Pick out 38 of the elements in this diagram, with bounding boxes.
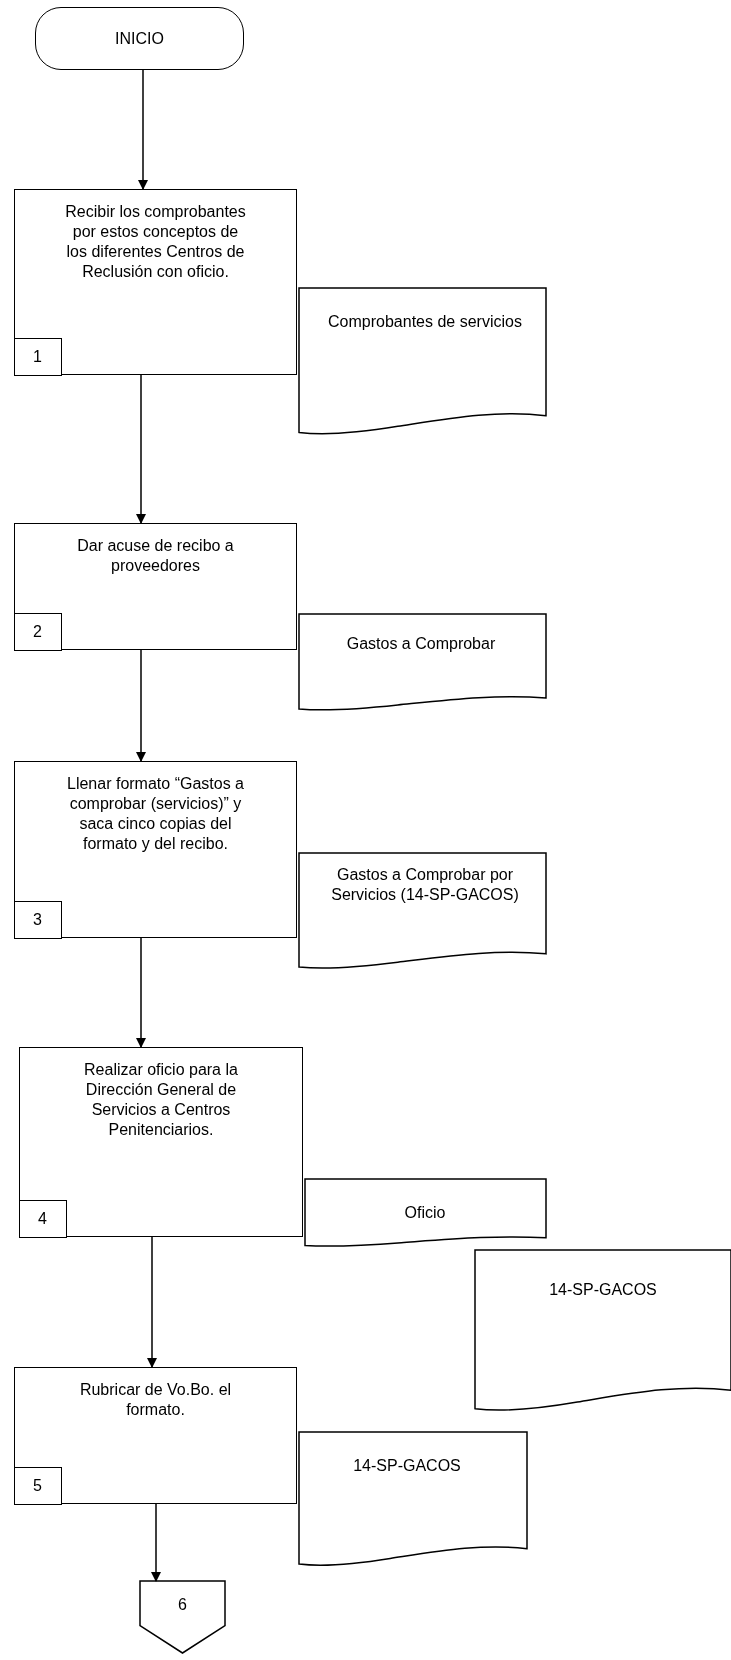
step-number-box — [18, 1199, 67, 1238]
node-text: Comprobantes de servicios — [327, 312, 523, 332]
arrow — [138, 69, 148, 190]
step-number: 1 — [33, 346, 42, 367]
node-text: Oficio — [403, 1203, 447, 1223]
node-text: Llenar formato “Gastos a comprobar (servicios)” y saca cinco copias del formato y del recibo. — [66, 774, 245, 854]
node-text: Rubricar de Vo.Bo. el formato. — [78, 1380, 233, 1420]
step-number: 3 — [33, 909, 42, 930]
step-number-box — [13, 337, 62, 376]
node-text: Gastos a Comprobar — [345, 634, 497, 654]
arrow — [136, 649, 146, 762]
start-terminal — [35, 7, 244, 70]
process-box — [14, 1367, 297, 1504]
node-text: Realizar oficio para la Dirección General de Servicios a Centros Penitenciarios. — [83, 1060, 239, 1140]
step-number: 6 — [177, 1595, 188, 1615]
step-number: 4 — [38, 1208, 47, 1229]
process-box — [14, 189, 297, 375]
step-number: 5 — [33, 1475, 42, 1496]
node-text: 14-SP-GACOS — [352, 1456, 462, 1476]
arrow — [147, 1236, 157, 1368]
node-text: Dar acuse de recibo a proveedores — [76, 536, 235, 576]
document-shape — [299, 614, 546, 714]
arrow — [136, 374, 146, 524]
document-shape — [305, 1179, 546, 1249]
off-page-connector — [140, 1581, 225, 1653]
process-box — [14, 761, 297, 938]
step-number-box — [13, 1466, 62, 1505]
step-number-box — [13, 900, 62, 939]
process-box — [19, 1047, 303, 1237]
node-text: Gastos a Comprobar por Servicios (14-SP-GACOS) — [330, 865, 520, 905]
process-box — [14, 523, 297, 650]
node-text: Recibir los comprobantes por estos conceptos de los diferentes Centros de Reclusión con oficio. — [64, 202, 247, 282]
node-text: INICIO — [115, 28, 164, 49]
node-text: 14-SP-GACOS — [548, 1280, 658, 1300]
arrow — [151, 1503, 161, 1582]
step-number: 2 — [33, 621, 42, 642]
arrow — [136, 937, 146, 1048]
step-number-box — [13, 612, 62, 651]
